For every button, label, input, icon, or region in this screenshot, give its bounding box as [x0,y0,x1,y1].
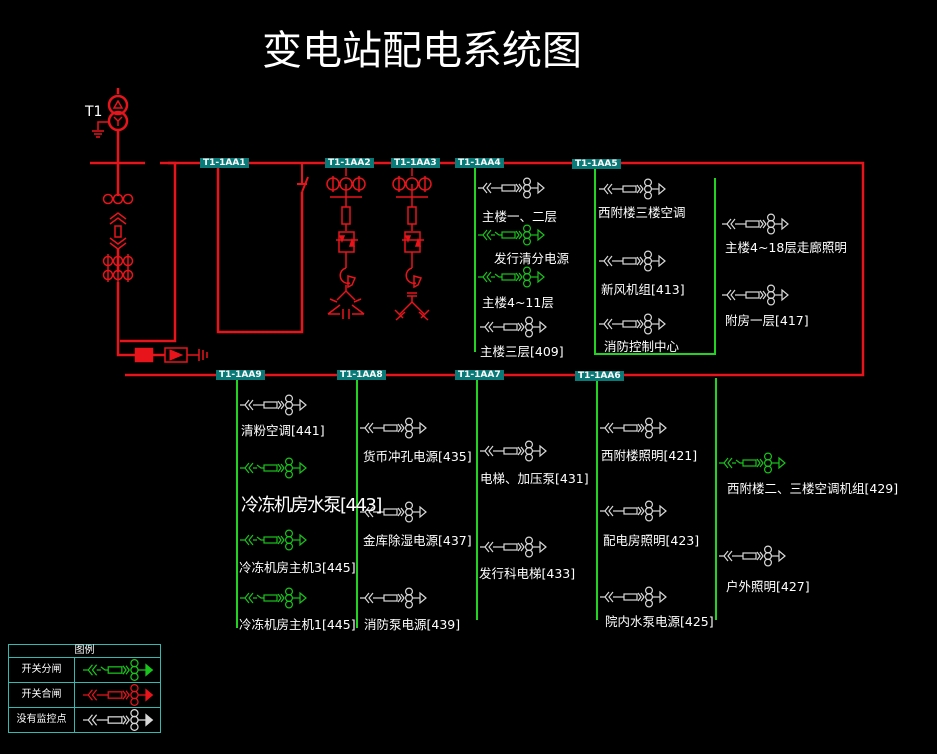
transformer-primary-winding [107,94,129,116]
feeder-label: 电梯、加压泵[431] [480,471,589,486]
feeder-line-aa5 [594,166,716,355]
switch-symbol-open[interactable] [240,529,307,551]
switch-symbol-unmonitored[interactable] [599,250,666,272]
feeder-label: 主楼一、二层 [482,209,558,224]
switch-symbol-unmonitored[interactable] [480,536,547,558]
feeder-label: 附房一层[417] [725,313,809,328]
feeder-label: 发行科电梯[433] [479,566,576,581]
switch-symbol-unmonitored[interactable] [480,440,547,462]
feeder-label: 配电房照明[423] [603,533,700,548]
legend-row-unmonitored: 没有监控点 [9,708,160,732]
cabinet-tag-aa7[interactable]: T1-1AA7 [455,370,504,380]
legend-title: 图例 [9,645,160,658]
switch-symbol-closed[interactable] [83,683,154,707]
cabinet-tag-aa5[interactable]: T1-1AA5 [572,159,621,169]
switch-symbol-unmonitored[interactable] [722,213,789,235]
cabinet-tag-aa2[interactable]: T1-1AA2 [325,158,374,168]
feeder-label: 冷冻机房水泵[443] [241,495,382,516]
feeder-label: 货币冲孔电源[435] [363,449,472,464]
switch-symbol-open[interactable] [240,587,307,609]
switch-symbol-open[interactable] [83,658,154,682]
feeder-label: 西附楼二、三楼空调机组[429] [727,481,899,496]
feeder-label: 西附楼三楼空调 [598,205,686,220]
feeder-label: 消防控制中心 [604,339,680,354]
feeder-label: 主楼三层[409] [480,344,564,359]
switch-symbol-unmonitored[interactable] [360,587,427,609]
switch-symbol-unmonitored[interactable] [83,708,154,732]
switch-symbol-open[interactable] [478,266,545,288]
feeder-label: 消防泵电源[439] [364,617,461,632]
switch-symbol-unmonitored[interactable] [240,394,307,416]
switch-symbol-unmonitored[interactable] [599,178,666,200]
switch-symbol-unmonitored[interactable] [600,417,667,439]
feeder-label: 主楼4~18层走廊照明 [725,240,847,255]
cabinet-tag-aa1[interactable]: T1-1AA1 [200,158,249,168]
switch-symbol-unmonitored[interactable] [480,316,547,338]
feeder-label: 新风机组[413] [601,282,685,297]
legend-symbol-unmonitored [83,708,154,732]
switch-symbol-unmonitored[interactable] [600,500,667,522]
feeder-label: 冷冻机房主机3[445] [239,560,356,575]
switch-symbol-open[interactable] [478,224,545,246]
cabinet-tag-aa4[interactable]: T1-1AA4 [455,158,504,168]
switch-symbol-unmonitored[interactable] [599,313,666,335]
switch-symbol-open[interactable] [719,452,786,474]
legend-label: 开关合闸 [9,683,75,707]
feeder-label: 冷冻机房主机1[445] [239,617,356,632]
legend-symbol-closed [83,683,154,707]
legend-symbol-open [83,658,154,682]
cabinet-tag-aa6[interactable]: T1-1AA6 [575,371,624,381]
feeder-label: 金库除湿电源[437] [363,533,472,548]
switch-symbol-unmonitored[interactable] [600,586,667,608]
feeder-label: 发行清分电源 [494,251,570,266]
feeder-label: 院内水泵电源[425] [605,614,714,629]
cabinet-tag-aa3[interactable]: T1-1AA3 [391,158,440,168]
feeder-label: 清粉空调[441] [241,423,325,438]
legend-row-closed: 开关合闸 [9,683,160,708]
switch-symbol-unmonitored[interactable] [360,417,427,439]
switch-symbol-unmonitored[interactable] [360,501,427,523]
transformer-label: T1 [85,104,103,120]
legend-row-open: 开关分闸 [9,658,160,683]
legend-label: 开关分闸 [9,658,75,682]
legend: 图例 开关分闸 开关合闸 没有监控点 [8,644,161,733]
switch-symbol-open[interactable] [240,457,307,479]
switch-symbol-unmonitored[interactable] [478,177,545,199]
cabinet-tag-aa8[interactable]: T1-1AA8 [337,370,386,380]
legend-label: 没有监控点 [9,708,75,732]
feeder-label: 户外照明[427] [726,579,810,594]
switch-symbol-unmonitored[interactable] [719,545,786,567]
cabinet-tag-aa9[interactable]: T1-1AA9 [216,370,265,380]
page-title: 变电站配电系统图 [262,28,582,74]
feeder-label: 西附楼照明[421] [601,448,698,463]
switch-symbol-unmonitored[interactable] [722,284,789,306]
feeder-label: 主楼4~11层 [482,295,554,310]
